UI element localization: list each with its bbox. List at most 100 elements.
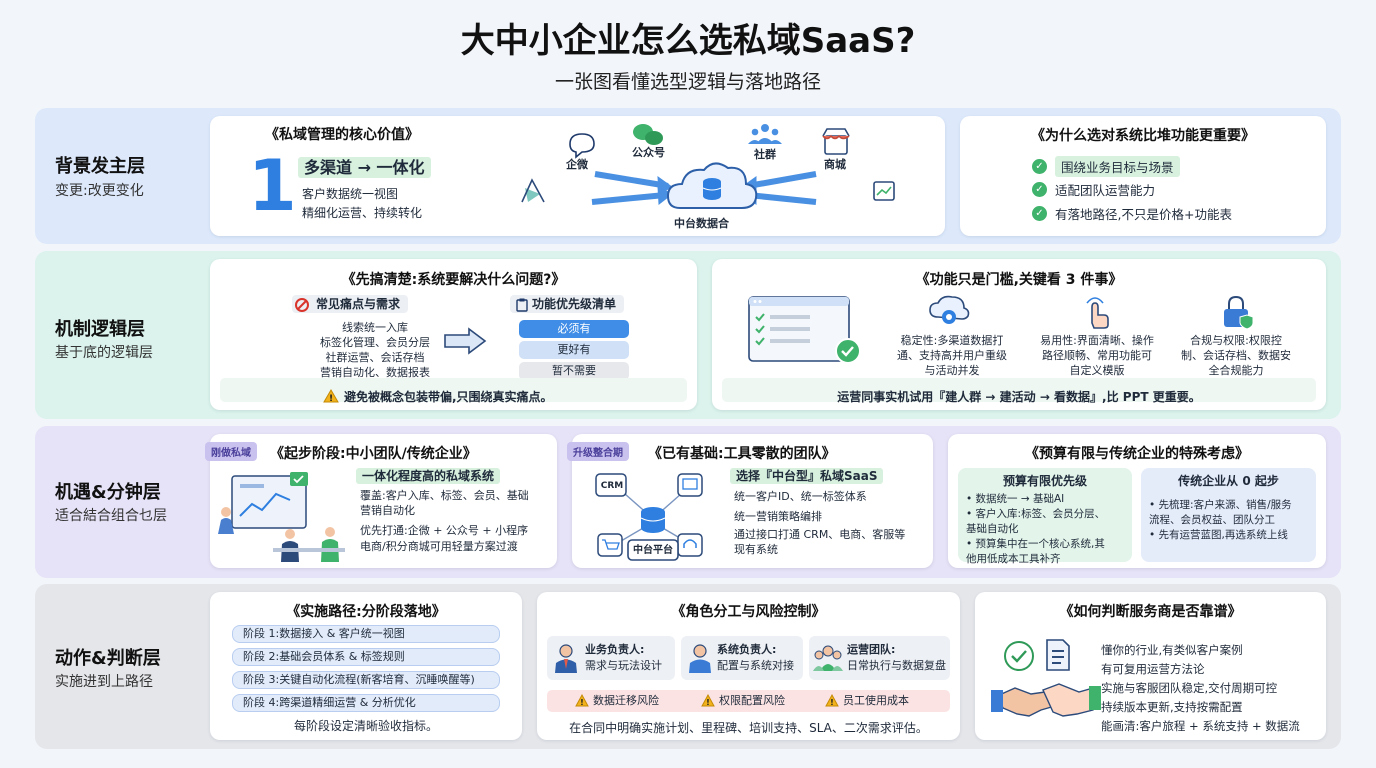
warning-icon: !	[701, 693, 715, 707]
pain-heading: 常见痛点与需求	[292, 295, 409, 313]
layer3-title: 机遇&分钟层	[55, 482, 161, 503]
card-title: 《为什么选对系统比堆功能更重要》	[1031, 128, 1255, 144]
lock-icon	[1224, 295, 1254, 330]
stage-line: 营销自动化	[360, 504, 415, 517]
layer2-subtitle: 基于底的逻辑层	[55, 345, 153, 361]
warning-text: 避免被概念包装带偏,只围绕真实痛点。	[344, 390, 553, 404]
why-system-card: 《为什么选对系统比堆功能更重要》 ✓ 围绕业务目标与场景 ✓ 适配团队运营能力 …	[960, 116, 1326, 236]
value-line: 客户数据统一视图	[302, 187, 399, 201]
card-title: 《起步阶段:中小团队/传统企业》	[270, 446, 477, 462]
store-icon	[822, 128, 850, 155]
stage-line: 优先打通:企微 + 公众号 + 小程序	[360, 524, 529, 537]
svg-text:!: !	[706, 698, 710, 707]
compliance-line: 合规与权限:权限控	[1190, 334, 1282, 347]
check-item: ✓ 有落地路径,不只是价格+功能表	[1032, 204, 1232, 223]
vendor-line: 持续版本更新,支持按需配置	[1101, 700, 1243, 714]
check-item: ✓ 围绕业务目标与场景	[1032, 156, 1180, 177]
card-title: 《先搞清楚:系统要解决什么问题?》	[341, 272, 566, 288]
priority-nice: 更好有	[519, 341, 629, 359]
role-business: 业务负责人: 需求与玩法设计	[547, 636, 675, 680]
business-person-icon	[555, 644, 577, 673]
layer4-band: 动作&判断层 实施进到上路径 《实施路径:分阶段落地》 阶段 1:数据接入 & …	[35, 584, 1341, 749]
hub-label: 中台数据合	[674, 217, 729, 230]
box-title: 预算有限优先级	[1002, 474, 1087, 488]
risk-bar: ! 数据迁移风险 ! 权限配置风险 ! 员工使用成本	[547, 690, 950, 712]
community-icon	[748, 124, 782, 144]
window-node	[677, 473, 703, 497]
chat-bubble-icon	[569, 133, 595, 159]
usability-line: 路径顺畅、常用功能可	[1042, 349, 1152, 362]
database-icon	[640, 507, 666, 533]
phase-item: 阶段 2:基础会员体系 & 标签规则	[232, 648, 500, 666]
layer3-band: 机遇&分钟层 适合結合组合乜层 刚做私域 《起步阶段:中小团队/传统企业》 一体…	[35, 426, 1341, 578]
stability-line: 稳定性:多渠道数据打	[900, 334, 1004, 347]
platform-label: 中台平台	[633, 545, 673, 556]
phase-item: 阶段 4:跨渠道精细运营 & 分析优化	[232, 694, 500, 712]
arrow-left-lower	[591, 186, 673, 205]
phase-item: 阶段 1:数据接入 & 客户统一视图	[232, 625, 500, 643]
contract-tip: 在合同中明确实施计划、里程碑、培训支持、SLA、二次需求评估。	[569, 721, 928, 735]
channel-label: 商城	[824, 158, 846, 171]
problem-card: 《先搞清楚:系统要解决什么问题?》 常见痛点与需求 线索统一入库 标签化管理、会…	[210, 259, 697, 410]
channel-label: 公众号	[632, 146, 665, 159]
layer1-band: 背景发主层 变更:改更变化 《私域管理的核心价值》 1 多渠道 → 一体化 客户…	[35, 108, 1341, 244]
risk-label: 权限配置风险	[719, 694, 785, 707]
traditional-start-box: 传统企业从 0 起步 • 先梳理:客户来源、销售/服务 流程、会员权益、团队分工…	[1141, 468, 1316, 562]
stage-headline: 选择『中台型』私域SaaS	[730, 468, 884, 484]
channel-label: 社群	[754, 148, 776, 161]
box-title: 传统企业从 0 起步	[1178, 474, 1279, 488]
crm-label: CRM	[600, 481, 624, 491]
pain-line: 线索统一入库	[342, 321, 408, 334]
warning-bar	[220, 378, 687, 402]
warning-icon: !	[575, 693, 589, 707]
priority-heading: 功能优先级清单	[510, 295, 625, 313]
layer1-subtitle: 变更:改更变化	[55, 183, 144, 199]
chart-window-icon	[873, 181, 895, 201]
value-line: 精细化运营、持续转化	[302, 206, 423, 220]
role-system: 系统负责人: 配置与系统对接	[681, 636, 803, 680]
trial-tip: 运营同事实机试用『建人群 → 建活动 → 看数据』,比 PPT 更重要。	[837, 390, 1201, 404]
layer2-band: 机制逻辑层 基于底的逻辑层 《先搞清楚:系统要解决什么问题?》 常见痛点与需求 …	[35, 251, 1341, 419]
pain-line: 营销自动化、数据报表	[320, 366, 430, 379]
risk-label: 员工使用成本	[843, 694, 909, 707]
stability-line: 通、支持高并用户重级	[897, 349, 1007, 362]
right-arrow-icon	[444, 327, 487, 355]
navigation-icon	[521, 178, 545, 203]
wechat-icon	[633, 124, 663, 145]
headset-node	[677, 533, 703, 557]
touch-icon	[1086, 297, 1109, 329]
stage-tag: 升级整合期	[567, 442, 629, 461]
svg-text:!: !	[830, 698, 834, 707]
team-meeting-illustration	[218, 472, 345, 562]
cloud-database-icon	[666, 162, 758, 209]
crm-node	[595, 473, 627, 497]
path-footer: 每阶段设定清晰验收指标。	[293, 719, 438, 733]
page-title: 大中小企业怎么选私域SaaS?	[460, 21, 916, 61]
clipboard-icon	[516, 298, 528, 312]
cart-node	[597, 533, 623, 557]
budget-list: • 数据统一 → 基础AI • 客户入库:标签、会员分层、 基础自动化 • 预算…	[966, 493, 1106, 565]
layer2-title: 机制逻辑层	[55, 319, 145, 340]
svg-text:!: !	[329, 394, 333, 404]
stage-headline: 一体化程度高的私域系统	[356, 468, 501, 484]
layer4-title: 动作&判断层	[55, 648, 161, 669]
implementation-path-card: 《实施路径:分阶段落地》 阶段 1:数据接入 & 客户统一视图 阶段 2:基础会…	[210, 592, 522, 740]
budget-priority-box: 预算有限优先级 • 数据统一 → 基础AI • 客户入库:标签、会员分层、 基础…	[958, 468, 1132, 565]
stage-line: 通过接口打通 CRM、电商、客服等	[734, 528, 906, 541]
pain-line: 社群运营、会话存档	[325, 351, 425, 364]
vendor-check-card: 《如何判断服务商是否靠谱》 懂你的行业,有类似客户案例 有可复用运营方法论 实施…	[975, 592, 1326, 740]
card-title: 《功能只是门槛,关键看 3 件事》	[915, 272, 1123, 288]
channel-headline: 多渠道 → 一体化	[298, 154, 431, 178]
usability-line: 自定义模版	[1069, 364, 1125, 377]
page-subtitle: 一张图看懂选型逻辑与落地路径	[554, 71, 821, 93]
compliance-line: 制、会话存档、数据安	[1181, 349, 1291, 362]
vendor-line: 有可复用运营方法论	[1101, 662, 1205, 676]
role-operations: 运营团队: 日常执行与数据复盘	[809, 636, 950, 680]
layer3-subtitle: 适合結合组合乜层	[55, 508, 167, 524]
check-icon: ✓	[1032, 206, 1047, 221]
stage-line: 电商/积分商城可用轻量方案过渡	[360, 540, 518, 553]
card-title: 《角色分工与风险控制》	[671, 604, 826, 620]
traditional-list: • 先梳理:客户来源、销售/服务 流程、会员权益、团队分工 • 先有运营蓝图,再…	[1149, 499, 1292, 541]
function-card: 《功能只是门槛,关键看 3 件事》 稳定性:多渠道数据打 通、支持高并用户重级	[712, 259, 1326, 410]
layer4-subtitle: 实施进到上路径	[55, 674, 153, 690]
